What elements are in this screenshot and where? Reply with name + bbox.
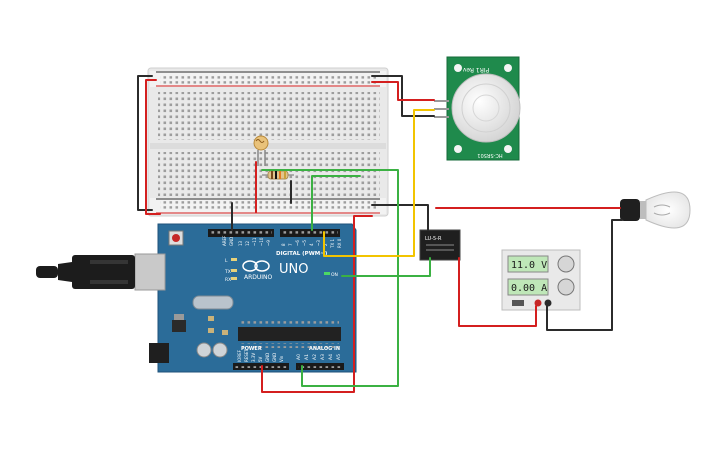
wire[interactable] [371, 204, 429, 231]
power-pin-label: GND [272, 353, 277, 362]
resistor[interactable] [262, 170, 294, 180]
analog-pin-labels: A0 A1 A2 A3 A4 A5 [296, 354, 342, 360]
analog-pin-label: A3 [320, 354, 326, 360]
power-pin-label: 3.3V [251, 353, 256, 362]
pin-label-2: 2 [323, 243, 328, 246]
arduino-uno-board[interactable]: AREF GND 13 12 ~11 ~10 ~9 8 7 ~6 ~5 4 ~3… [149, 223, 357, 373]
breadboard[interactable] [147, 67, 389, 217]
wire[interactable] [311, 175, 361, 231]
wire[interactable] [546, 219, 623, 331]
analog-pin-label: A1 [304, 354, 310, 360]
led-label-l: L [225, 258, 228, 264]
digital-pin-labels: 13 12 ~11 ~10 ~9 8 7 ~6 ~5 4 ~3 2 TX 1 R… [238, 237, 342, 249]
light-bulb[interactable] [620, 191, 691, 229]
pin-label-7: 7 [288, 243, 293, 246]
pin-label-rx: RX 0 [337, 238, 342, 248]
pin-label-4: 4 [309, 243, 314, 246]
current-value: 0.00 A [511, 283, 547, 294]
pir-sensor[interactable]: PIR1 Rev HC-SR501 [434, 56, 521, 161]
pin-label-5: ~5 [302, 240, 307, 246]
capacitor [212, 342, 228, 358]
power-label: POWER [241, 346, 262, 352]
pir-top-label: PIR1 Rev [462, 66, 489, 73]
led-label-rx: RX [225, 277, 231, 283]
pin-label-8: 8 [281, 243, 286, 246]
pin-label-12: 12 [245, 240, 250, 246]
led-label-tx: TX [224, 269, 231, 275]
pin-label-tx: TX 1 [330, 239, 335, 249]
arduino-brand: ARDUINO [244, 274, 273, 281]
wire[interactable] [458, 257, 537, 327]
dc-power-jack [149, 343, 169, 363]
usb-cable[interactable] [36, 253, 166, 291]
wire[interactable] [145, 79, 161, 215]
wire[interactable] [341, 257, 431, 277]
power-pin-label: IOREF [237, 349, 242, 362]
power-pin-labels: IOREF RESET 3.3V 5V GND GND Vin [237, 349, 284, 362]
wire[interactable] [371, 75, 435, 117]
crystal [192, 295, 234, 310]
voltage-display [507, 255, 549, 273]
photoresistor[interactable] [253, 135, 269, 166]
aref-label: AREF [222, 235, 227, 246]
pin-label-3: ~3 [316, 240, 321, 246]
analog-pin-label: A5 [336, 354, 342, 360]
power-pin-label: GND [265, 353, 270, 362]
voltage-value: 11.0 V [511, 260, 547, 271]
relay[interactable]: LU-5-R [419, 229, 461, 261]
relay-label: LU-5-R [425, 236, 442, 242]
gnd-top-label: GND [229, 237, 234, 246]
pin-label-6: ~6 [295, 240, 300, 246]
power-pin-label: Vin [279, 355, 284, 362]
wire[interactable] [261, 215, 373, 393]
pir-bottom-label: HC-SR501 [477, 152, 502, 158]
analog-pin-label: A4 [328, 354, 334, 360]
power-supply[interactable]: 11.0 V 0.00 A [501, 249, 581, 311]
arduino-logo [242, 260, 270, 272]
pin-label-10: ~10 [259, 237, 264, 246]
pin-label-11: ~11 [252, 237, 257, 246]
analog-label: ANALOG IN [309, 346, 340, 352]
arduino-model: UNO [279, 262, 308, 277]
digital-label: DIGITAL (PWM~) [276, 251, 328, 257]
current-display [507, 278, 549, 296]
capacitor [196, 342, 212, 358]
wires [137, 75, 623, 393]
atmega-chip [238, 327, 341, 341]
on-label: ON [331, 272, 338, 278]
pin-label-9: ~9 [266, 240, 271, 246]
analog-pin-label: A2 [312, 354, 318, 360]
voltage-knob[interactable] [557, 255, 575, 273]
analog-pin-label: A0 [296, 354, 302, 360]
wire[interactable] [261, 169, 399, 387]
pin-label-13: 13 [238, 240, 243, 246]
power-pin-label: 5V [258, 356, 263, 362]
wire[interactable] [371, 81, 435, 101]
current-knob[interactable] [557, 278, 575, 296]
voltage-regulator [172, 320, 186, 332]
wire[interactable] [323, 109, 435, 257]
power-pin-label: RESET [244, 349, 249, 362]
